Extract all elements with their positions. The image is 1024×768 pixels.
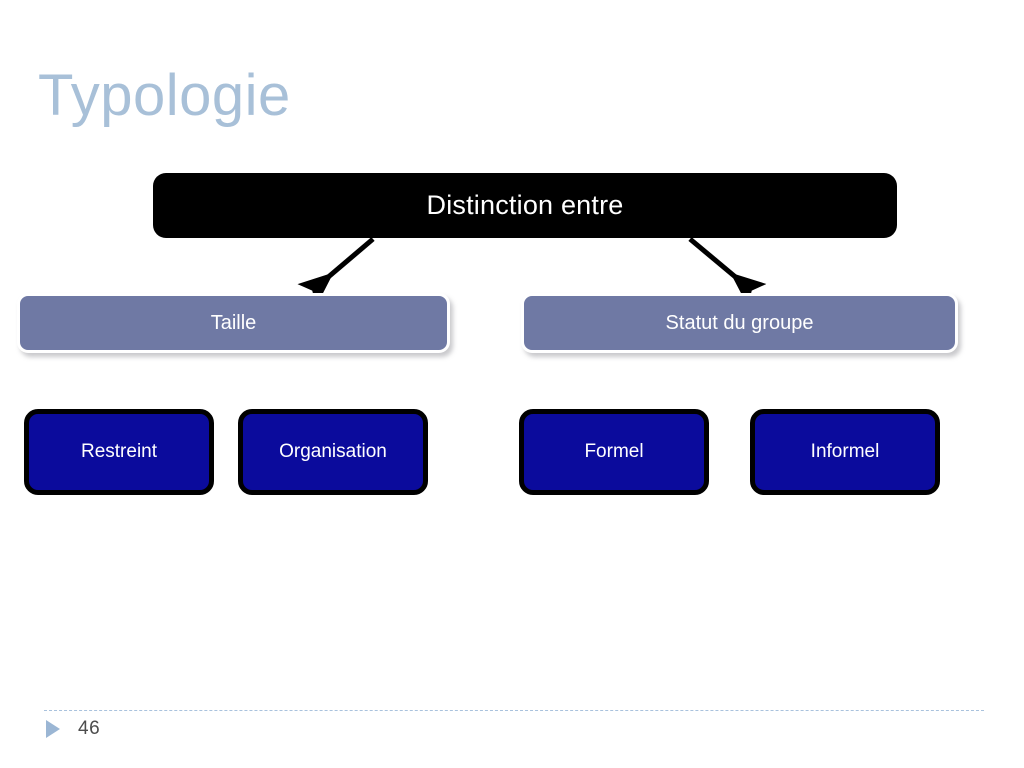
node-label: Distinction entre [426,190,624,220]
node-label: Organisation [279,441,387,462]
node-statut-du-groupe[interactable]: Statut du groupe [521,293,958,353]
node-distinction-entre[interactable]: Distinction entre [153,173,897,238]
arrow-root-to-statut [688,237,767,307]
node-informel[interactable]: Informel [750,409,940,495]
node-formel[interactable]: Formel [519,409,709,495]
page-title: Typologie [38,63,291,128]
triangle-right-icon [46,720,60,738]
node-restreint[interactable]: Restreint [24,409,214,495]
node-label: Taille [210,311,257,334]
node-taille[interactable]: Taille [17,293,450,353]
node-label: Formel [584,441,644,462]
node-label: Restreint [80,441,158,462]
page-number: 46 [78,718,101,739]
node-label: Informel [810,441,880,462]
node-organisation[interactable]: Organisation [238,409,428,495]
node-label: Statut du groupe [665,311,814,334]
footer-divider [44,710,984,711]
arrow-root-to-taille [297,237,375,307]
